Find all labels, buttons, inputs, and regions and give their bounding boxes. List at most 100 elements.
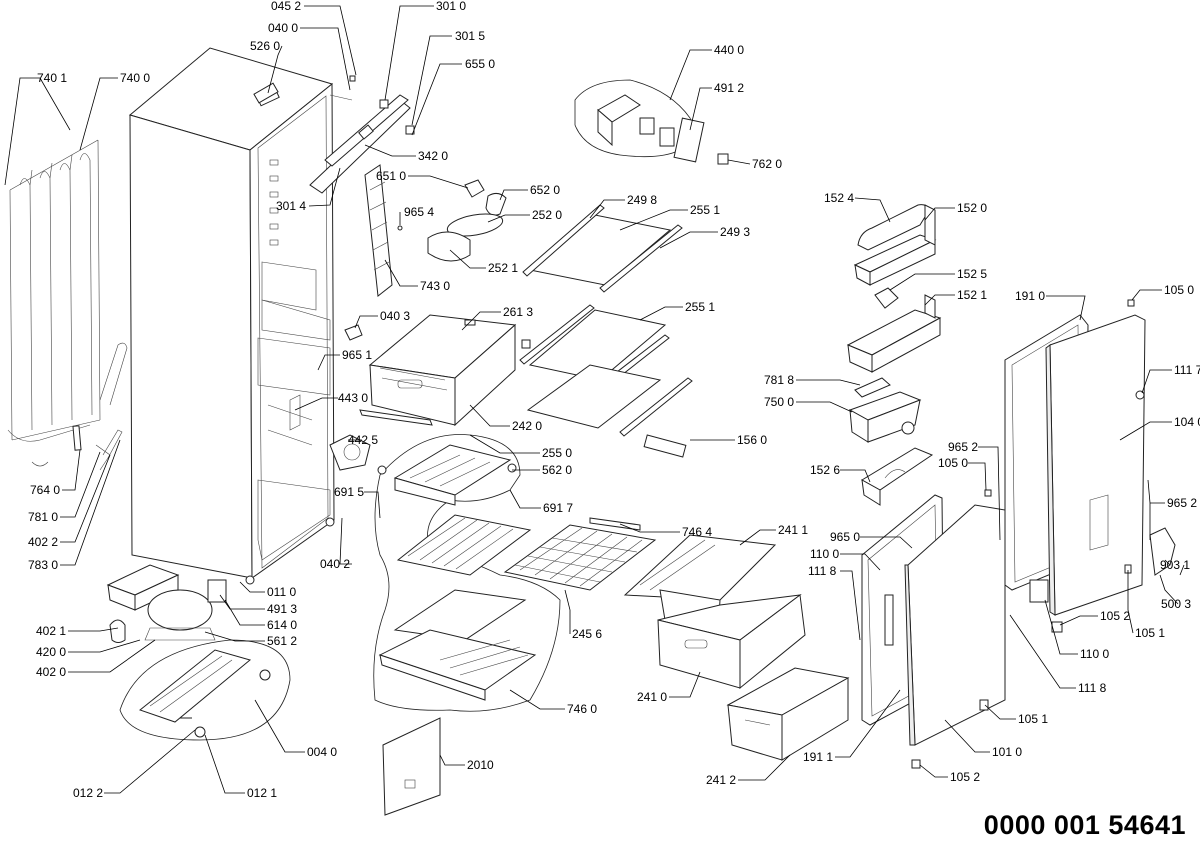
label-781-0: 781 0	[28, 510, 58, 524]
crisper-241-2	[726, 667, 850, 761]
label-781-8: 781 8	[764, 373, 794, 387]
label-105-1-right: 105 1	[1135, 626, 1165, 640]
label-965-0: 965 0	[830, 530, 860, 544]
label-105-1-low: 105 1	[1018, 712, 1048, 726]
label-245-6: 245 6	[572, 627, 602, 641]
label-152-0: 152 0	[957, 201, 987, 215]
label-104-0: 104 0	[1174, 415, 1200, 429]
label-045-2: 045 2	[271, 0, 301, 13]
label-402-1: 402 1	[36, 624, 66, 638]
door-bin-152-6	[861, 447, 934, 506]
label-764-0: 764 0	[30, 483, 60, 497]
label-110-0-right: 110 0	[1080, 647, 1109, 661]
label-252-0: 252 0	[532, 208, 562, 222]
label-105-0-mid: 105 0	[938, 456, 968, 470]
condenser-coil	[7, 139, 128, 467]
label-740-0: 740 0	[120, 71, 150, 85]
label-110-0-left: 110 0	[810, 547, 839, 561]
door-bin-152-1	[846, 294, 942, 373]
label-191-1: 191 1	[803, 750, 833, 764]
fridge-door-101-0	[904, 504, 1006, 746]
label-420-0: 420 0	[36, 645, 66, 659]
bin-clip	[874, 287, 899, 309]
fan-parts	[397, 179, 507, 262]
freezer-compartment	[378, 589, 537, 701]
label-101-0: 101 0	[992, 745, 1022, 759]
compressor	[144, 589, 216, 641]
freezer-door-104-0	[1045, 314, 1146, 616]
label-040-2: 040 2	[320, 557, 350, 571]
label-242-0: 242 0	[512, 419, 542, 433]
label-152-6: 152 6	[810, 463, 840, 477]
dairy-lid	[643, 434, 687, 458]
label-105-0-top: 105 0	[1164, 283, 1194, 297]
label-783-0: 783 0	[28, 558, 58, 572]
label-442-5: 442 5	[348, 433, 378, 447]
glass-shelf-lower	[526, 364, 693, 437]
label-526-0: 526 0	[250, 39, 280, 53]
bracket	[344, 324, 363, 341]
label-762-0: 762 0	[752, 157, 782, 171]
wire-grid-shelf	[503, 524, 657, 591]
label-004-0: 004 0	[307, 745, 337, 759]
clip	[521, 339, 531, 349]
label-249-8: 249 8	[627, 193, 657, 207]
label-301-5: 301 5	[455, 29, 485, 43]
label-561-2: 561 2	[267, 634, 297, 648]
label-491-2: 491 2	[714, 81, 744, 95]
label-152-4: 152 4	[824, 191, 854, 205]
label-2010: 2010	[467, 758, 494, 772]
label-562-0: 562 0	[542, 463, 572, 477]
label-750-0: 750 0	[764, 395, 794, 409]
base-group-outline	[119, 639, 291, 741]
label-241-1: 241 1	[778, 523, 808, 537]
freezer-drawer-top	[368, 314, 517, 427]
screw	[349, 75, 356, 82]
label-152-1: 152 1	[957, 288, 987, 302]
label-261-3: 261 3	[503, 305, 533, 319]
glass-shelf-top	[522, 204, 683, 293]
hinge-part	[979, 699, 989, 711]
cabinet	[128, 47, 335, 579]
label-241-0: 241 0	[637, 690, 667, 704]
label-965-2-mid: 965 2	[948, 440, 978, 454]
label-746-0: 746 0	[567, 702, 597, 716]
crisper-241-0	[657, 594, 806, 690]
hinge-part-mid	[1051, 621, 1063, 633]
control-panel-strip	[309, 94, 411, 194]
label-652-0: 652 0	[530, 183, 560, 197]
freezer-group-outline	[373, 434, 561, 712]
label-252-1: 252 1	[488, 261, 518, 275]
light-unit	[253, 82, 279, 104]
label-614-0: 614 0	[267, 618, 297, 632]
label-152-5: 152 5	[957, 267, 987, 281]
switch-small	[379, 99, 389, 109]
label-255-1-mid: 255 1	[685, 300, 715, 314]
label-655-0: 655 0	[465, 57, 495, 71]
label-491-3: 491 3	[267, 602, 297, 616]
label-965-2-right: 965 2	[1167, 496, 1197, 510]
label-255-1-top: 255 1	[690, 203, 720, 217]
knob	[377, 465, 387, 475]
base-plate	[138, 649, 252, 723]
callout-labels: 045 2 301 0 040 0 301 5 526 0 655 0 740 …	[28, 0, 1200, 800]
hinge-bracket	[1029, 579, 1049, 603]
label-249-3: 249 3	[720, 225, 750, 239]
ice-dispenser-750-0	[848, 391, 922, 443]
freezer-wire-shelf	[396, 514, 532, 576]
label-746-4: 746 4	[682, 525, 712, 539]
thermostat-part	[289, 394, 301, 431]
label-651-0: 651 0	[376, 169, 406, 183]
label-743-0: 743 0	[420, 279, 450, 293]
label-440-0: 440 0	[714, 43, 744, 57]
light-switch-unit	[597, 94, 675, 147]
label-111-8-right: 111 8	[1078, 681, 1107, 695]
stop	[984, 489, 992, 497]
label-691-7: 691 7	[543, 501, 573, 515]
evaporator-cover	[382, 717, 441, 816]
label-301-4: 301 4	[276, 199, 306, 213]
foot	[245, 575, 255, 585]
label-012-1: 012 1	[247, 786, 277, 800]
